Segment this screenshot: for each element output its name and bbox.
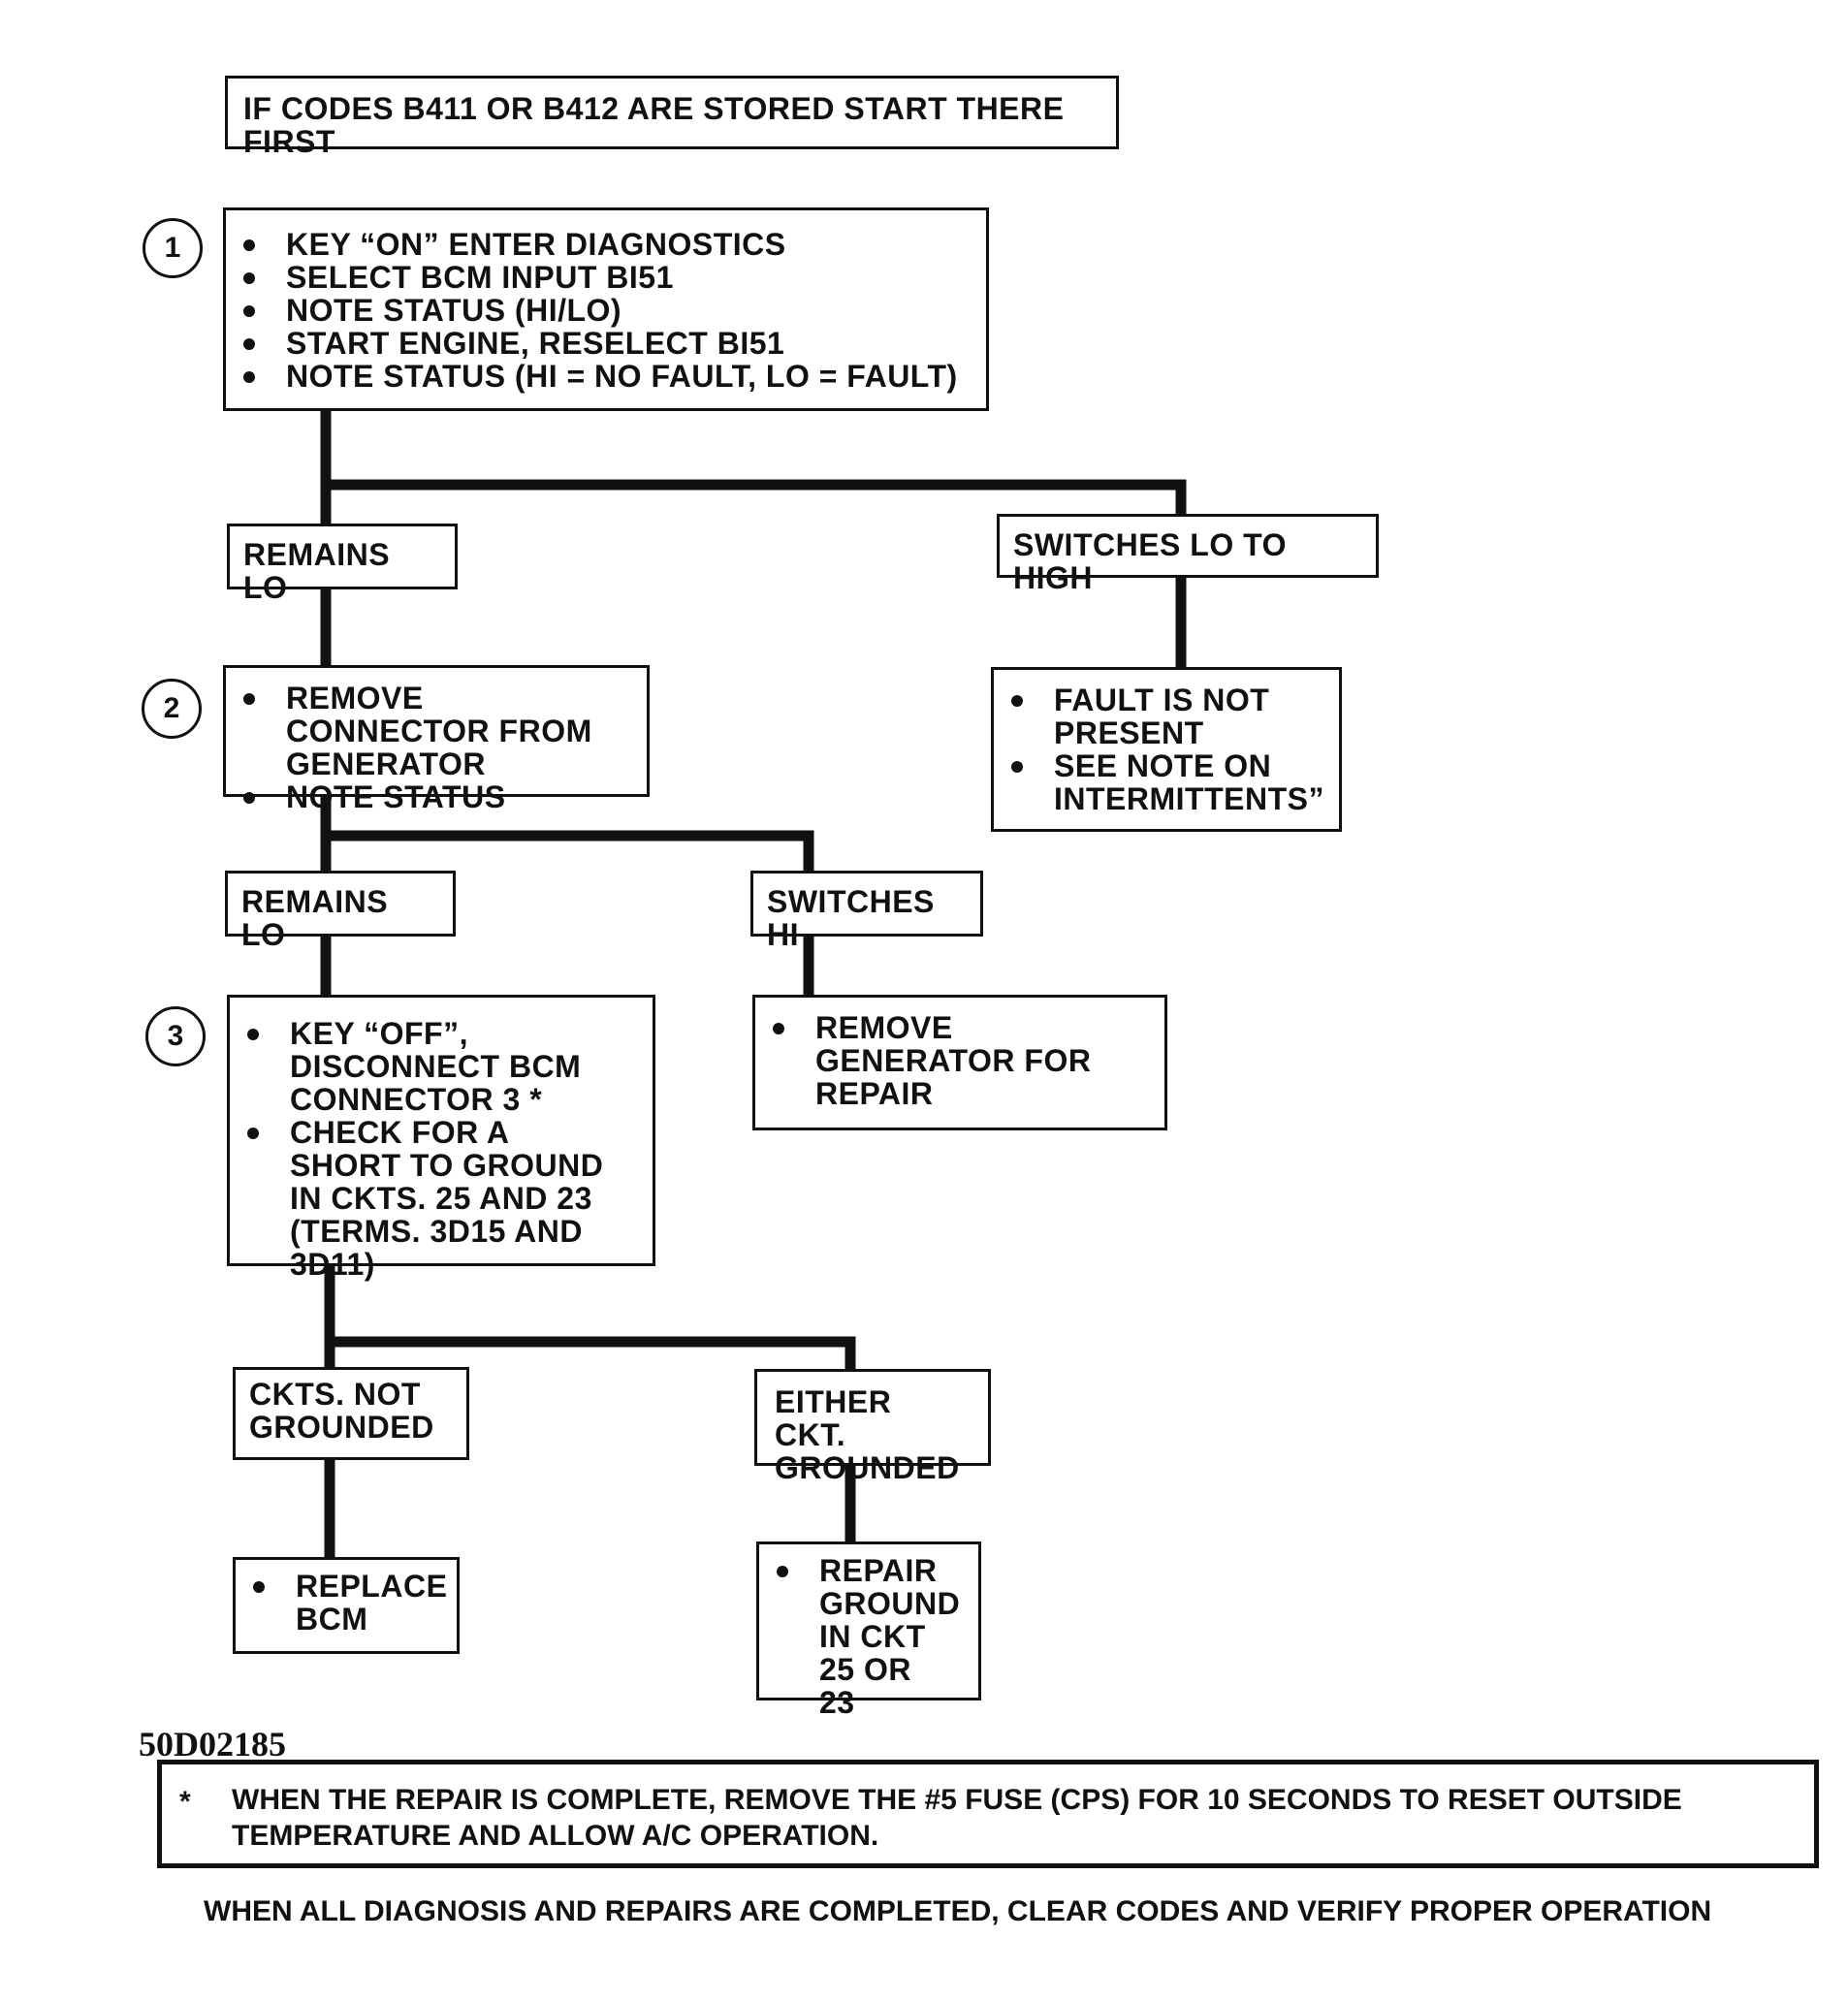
step-marker-2: 2: [142, 679, 202, 739]
step2-instructions-box: REMOVE CONNECTOR FROM GENERATOR NOTE STA…: [223, 665, 650, 813]
fault-item: SEE NOTE ON INTERMITTENTS”: [994, 749, 1323, 815]
step2-item: REMOVE CONNECTOR FROM GENERATOR: [226, 682, 625, 780]
branch2-switches-hi: SWITCHES HI: [750, 871, 983, 951]
remove-generator-box: REMOVE GENERATOR FOR REPAIR: [752, 995, 1167, 1130]
step-marker-1: 1: [143, 218, 203, 278]
header-note: IF CODES B411 OR B412 ARE STORED START T…: [243, 91, 1065, 159]
step1-instructions-box: KEY “ON” ENTER DIAGNOSTICS SELECT BCM IN…: [223, 207, 989, 411]
repair-ground-box: REPAIR GROUND IN CKT 25 OR 23: [756, 1541, 981, 1719]
fault-item: FAULT IS NOT PRESENT: [994, 683, 1277, 749]
repair-ground-item: REPAIR GROUND IN CKT 25 OR 23: [759, 1554, 960, 1719]
replace-bcm-box: REPLACE BCM: [233, 1557, 460, 1654]
step1-item: NOTE STATUS (HI = NO FAULT, LO = FAULT): [226, 360, 986, 393]
step1-item: KEY “ON” ENTER DIAGNOSTICS: [226, 228, 986, 261]
step3-item: KEY “OFF”, DISCONNECT BCM CONNECTOR 3 *: [230, 1017, 620, 1116]
figure-code: 50D02185: [139, 1725, 286, 1764]
branch3-ckts-not-grounded: CKTS. NOT GROUNDED: [233, 1367, 469, 1460]
step2-item: NOTE STATUS: [226, 780, 647, 813]
step1-item: SELECT BCM INPUT BI51: [226, 261, 986, 294]
replace-bcm-item: REPLACE BCM: [236, 1570, 447, 1636]
remove-generator-item: REMOVE GENERATOR FOR REPAIR: [755, 1011, 1126, 1110]
branch2-remains-lo-label: REMAINS LO: [241, 884, 389, 952]
branch1-remains-lo: REMAINS LO: [227, 524, 458, 604]
step3-instructions-box: KEY “OFF”, DISCONNECT BCM CONNECTOR 3 * …: [227, 995, 655, 1281]
branch2-remains-lo: REMAINS LO: [225, 871, 456, 951]
branch3-grounded-label: EITHER CKT. GROUNDED: [775, 1384, 960, 1485]
header-note-box: IF CODES B411 OR B412 ARE STORED START T…: [225, 76, 1119, 158]
footnote-box: * WHEN THE REPAIR IS COMPLETE, REMOVE TH…: [157, 1760, 1819, 1868]
branch1-switches-label: SWITCHES LO TO HIGH: [1013, 527, 1287, 595]
branch3-either-ckt-grounded: EITHER CKT. GROUNDED: [754, 1369, 991, 1484]
branch1-switches-lo-to-high: SWITCHES LO TO HIGH: [997, 514, 1379, 594]
step1-item: START ENGINE, RESELECT BI51: [226, 327, 986, 360]
branch1-remains-lo-label: REMAINS LO: [243, 537, 391, 605]
step1-item: NOTE STATUS (HI/LO): [226, 294, 986, 327]
step3-item: CHECK FOR A SHORT TO GROUND IN CKTS. 25 …: [230, 1116, 620, 1281]
final-note: WHEN ALL DIAGNOSIS AND REPAIRS ARE COMPL…: [204, 1895, 1712, 1927]
footnote-text: WHEN THE REPAIR IS COMPLETE, REMOVE THE …: [232, 1784, 1682, 1852]
branch3-not-grounded-label: CKTS. NOT GROUNDED: [249, 1377, 434, 1445]
branch2-switches-hi-label: SWITCHES HI: [767, 884, 935, 952]
fault-not-present-box: FAULT IS NOT PRESENT SEE NOTE ON INTERMI…: [991, 667, 1342, 832]
footnote-marker: *: [179, 1786, 191, 1818]
step-marker-3: 3: [145, 1006, 206, 1066]
